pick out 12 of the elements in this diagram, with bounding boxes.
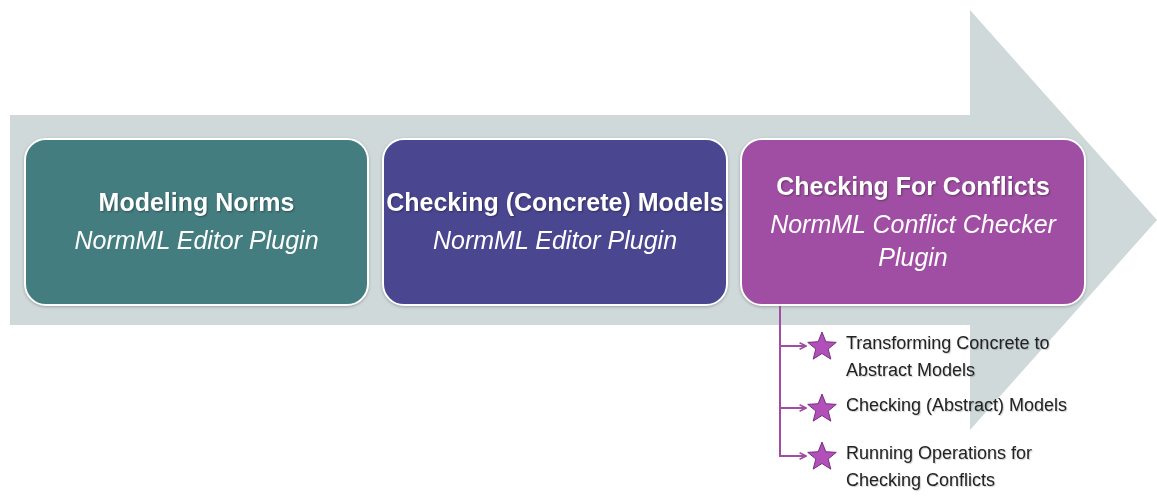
stage-tool: NormML Editor Plugin bbox=[74, 225, 319, 257]
stage-title: Checking For Conflicts bbox=[776, 170, 1050, 202]
task-text: Transforming Concrete to Abstract Models bbox=[846, 332, 1051, 382]
stage-tool: NormML Conflict Checker Plugin bbox=[769, 209, 1058, 273]
stage-box bbox=[24, 138, 369, 306]
stage-title: Checking (Concrete) Models bbox=[386, 187, 724, 219]
task-text: Running Operations for Checking Conflicts bbox=[846, 442, 1034, 492]
stage-tool: NormML Editor Plugin bbox=[432, 225, 678, 257]
stage-box bbox=[740, 138, 1086, 306]
task-text: Checking (Abstract) Models bbox=[846, 394, 1068, 417]
stage-title: Modeling Norms bbox=[98, 187, 295, 219]
stage-box bbox=[382, 138, 728, 306]
